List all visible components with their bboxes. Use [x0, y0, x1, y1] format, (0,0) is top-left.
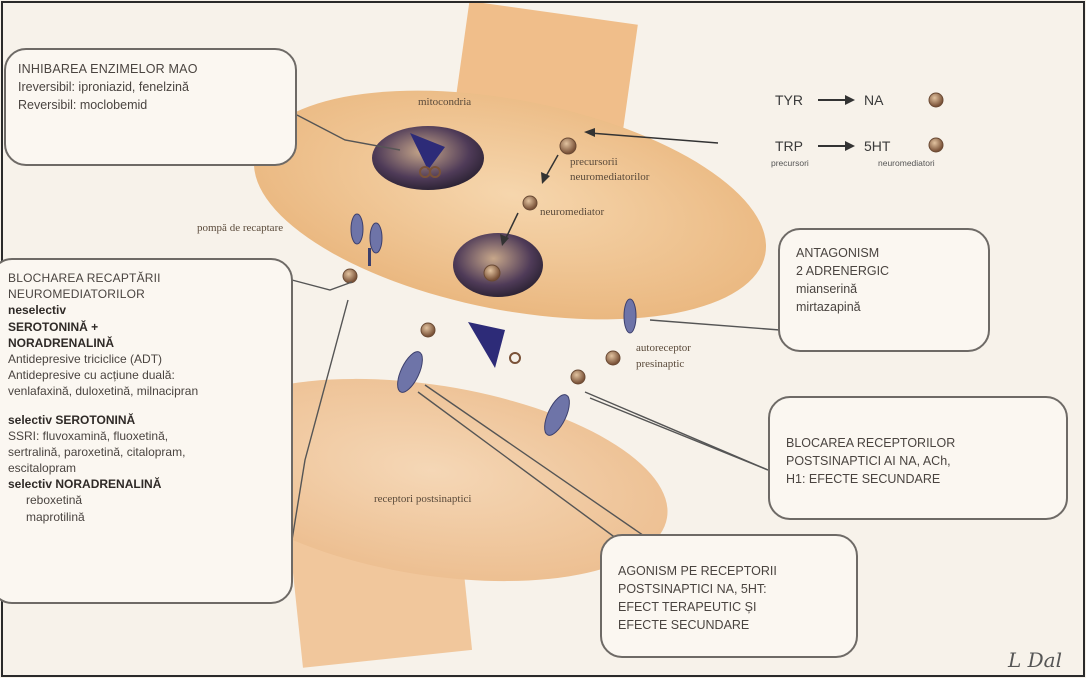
synaptic-vesicle — [453, 233, 543, 297]
trp-label: TRP — [775, 138, 803, 154]
agonism-callout: AGONISM PE RECEPTORII POSTSINAPTICI NA, … — [600, 534, 858, 658]
reuptake-pump — [351, 214, 363, 244]
blocking-line: H1: EFECTE SECUNDARE — [786, 470, 1050, 488]
reuptake-title-1: BLOCHAREA RECAPTĂRII — [8, 270, 279, 286]
blocking-line: POSTSINAPTICI AI NA, ACh, — [786, 452, 1050, 470]
mao-title: INHIBAREA ENZIMELOR MAO — [18, 60, 283, 78]
autoreceptor-label-1: autoreceptor — [636, 342, 691, 354]
reuptake-line: selectiv SEROTONINĂ — [8, 412, 279, 428]
reuptake-line: neselectiv — [8, 302, 279, 318]
presynaptic-autoreceptor — [624, 299, 636, 333]
blocking-line: BLOCAREA RECEPTORILOR — [786, 434, 1050, 452]
antagonism-pointer — [650, 320, 780, 330]
mao-line-2: Reversibil: moclobemid — [18, 96, 283, 114]
author-signature: L Dal — [1008, 648, 1062, 672]
reuptake-line: reboxetină — [8, 492, 279, 508]
reuptake-title-2: NEUROMEDIATORILOR — [8, 286, 279, 302]
reuptake-line: Antidepresive triciclice (ADT) — [8, 351, 279, 367]
sht-label: 5HT — [864, 138, 890, 154]
reuptake-line: Antidepresive cu acțiune duală: — [8, 367, 279, 383]
precursor-label-1: precursorii — [570, 156, 618, 168]
reuptake-line: SSRI: fluvoxamină, fluoxetină, — [8, 428, 279, 444]
reuptake-spacer — [8, 400, 279, 412]
reuptake-line: sertralină, paroxetină, citalopram, — [8, 444, 279, 460]
agonism-line: EFECTE SECUNDARE — [618, 616, 840, 634]
mao-line-1: Ireversibil: iproniazid, fenelzină — [18, 78, 283, 96]
neuromediatori-label: neuromediatori — [878, 158, 935, 168]
antagonism-line: mianserină — [796, 280, 972, 298]
pump-label: pompă de recaptare — [197, 222, 283, 234]
postsynaptic-label: receptori postsinaptici — [374, 493, 471, 505]
receptor-blocking-callout: BLOCAREA RECEPTORILOR POSTSINAPTICI AI N… — [768, 396, 1068, 520]
reuptake-line: SEROTONINĂ + — [8, 319, 279, 335]
autoreceptor-label-2: presinaptic — [636, 358, 684, 370]
mitochondria-label: mitocondria — [418, 96, 471, 108]
mao-inhibition-callout: INHIBAREA ENZIMELOR MAO Ireversibil: ipr… — [4, 48, 297, 166]
antagonism-line: mirtazapină — [796, 298, 972, 316]
precursor-label-2: neuromediatorilor — [570, 171, 649, 183]
agonism-line: AGONISM PE RECEPTORII — [618, 562, 840, 580]
antagonism-callout: ANTAGONISM 2 ADRENERGIC mianserină mirta… — [778, 228, 990, 352]
antagonism-line: ANTAGONISM — [796, 244, 972, 262]
agonism-line: POSTSINAPTICI NA, 5HT: — [618, 580, 840, 598]
reuptake-blocking-callout: BLOCHAREA RECAPTĂRII NEUROMEDIATORILOR n… — [0, 258, 293, 604]
neuromediator-label: neuromediator — [540, 206, 604, 218]
agonism-line: EFECT TERAPEUTIC ȘI — [618, 598, 840, 616]
reuptake-pointer — [292, 280, 352, 290]
mao-enzyme-cleft-icon — [468, 322, 505, 368]
reuptake-line: NORADRENALINĂ — [8, 335, 279, 351]
precursori-label: precursori — [771, 158, 809, 168]
reuptake-line: venlafaxină, duloxetină, milnacipran — [8, 383, 279, 399]
tyr-label: TYR — [775, 92, 803, 108]
na-label: NA — [864, 92, 883, 108]
reuptake-line: maprotilină — [8, 509, 279, 525]
antagonism-line: 2 ADRENERGIC — [796, 262, 972, 280]
reuptake-line: selectiv NORADRENALINĂ — [8, 476, 279, 492]
reuptake-line: escitalopram — [8, 460, 279, 476]
